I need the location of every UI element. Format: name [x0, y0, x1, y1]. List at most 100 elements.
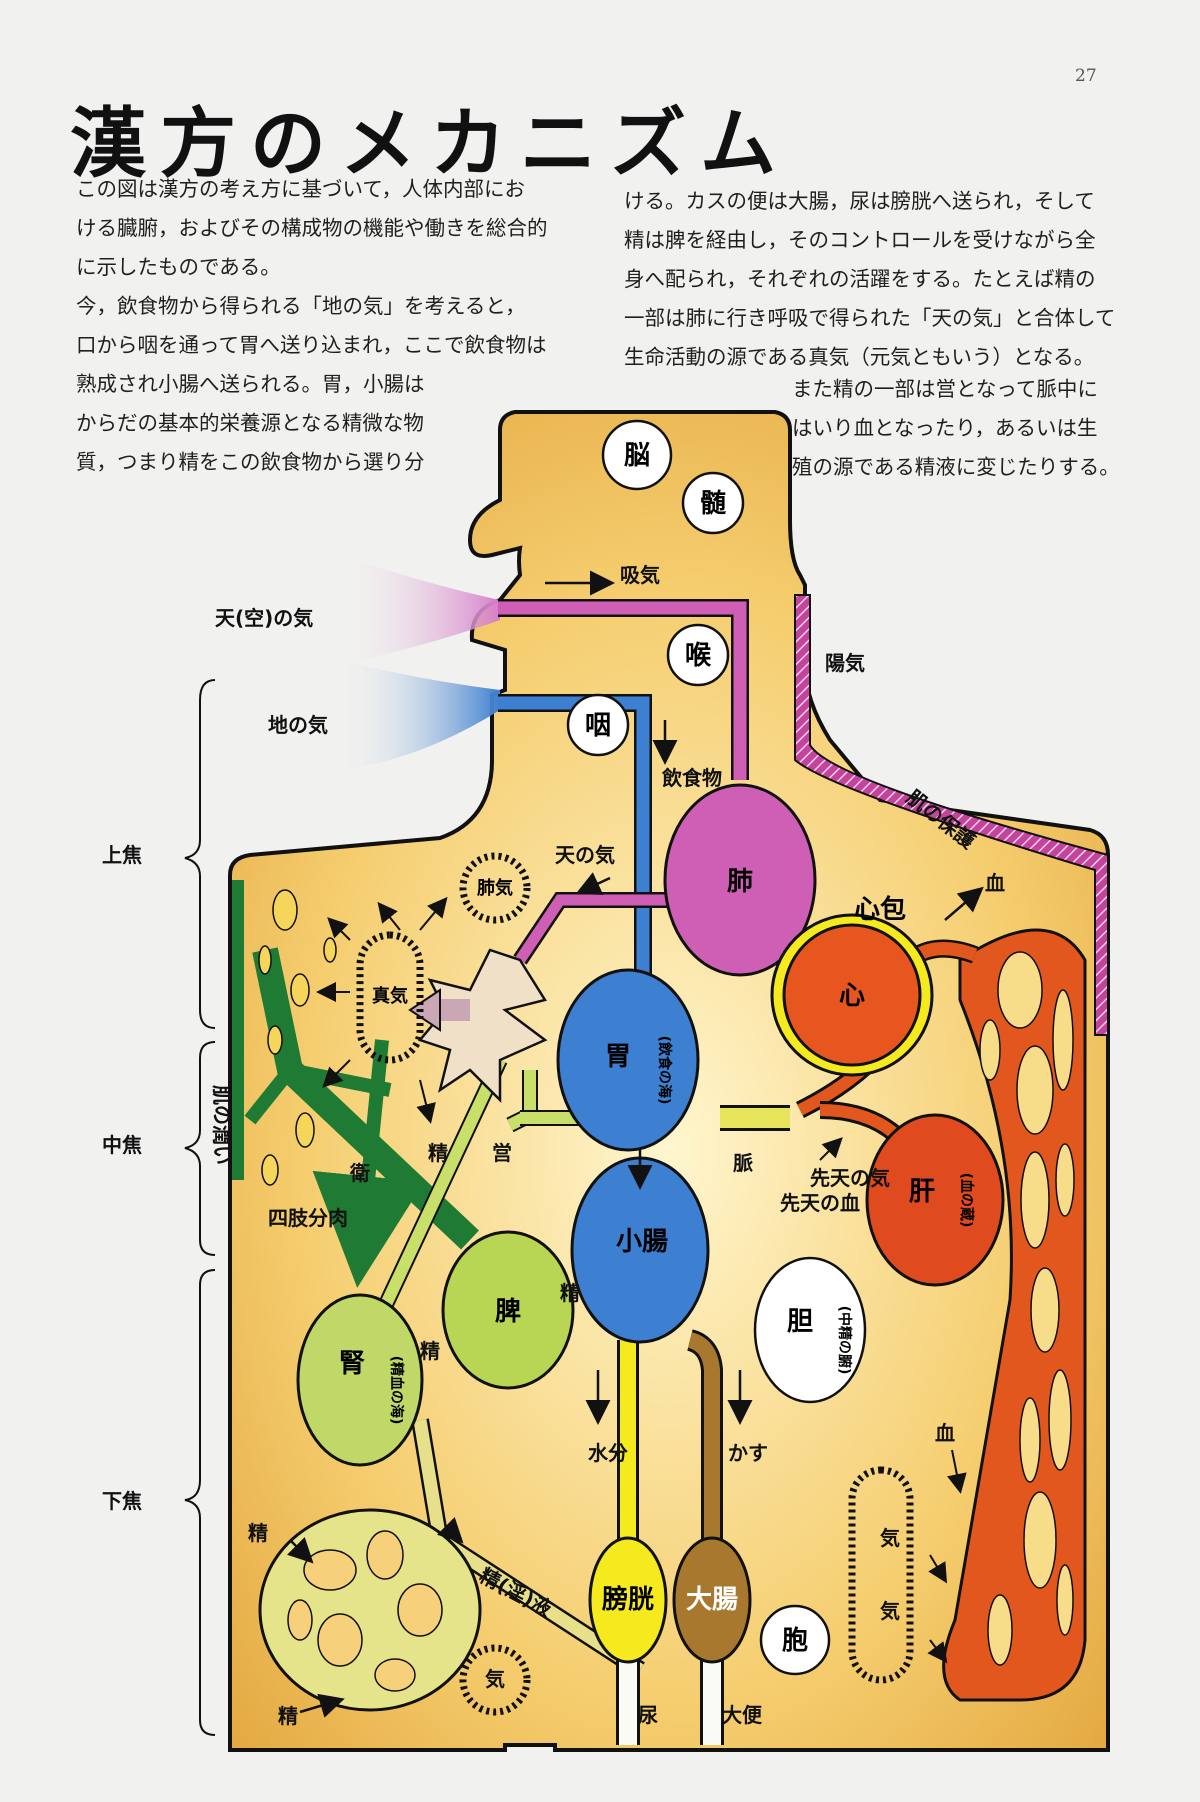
intro-column-2: ける。カスの便は大腸，尿は膀胱へ送られ，そして精は脾を経由し，そのコントロールを… — [624, 182, 1115, 377]
pericardium-label: 心包 — [854, 894, 906, 925]
intro-line: からだの基本的栄養源となる精微な物 — [76, 411, 424, 435]
lung — [663, 783, 817, 977]
bladder — [588, 1536, 668, 1664]
urine-label: 尿 — [638, 1703, 658, 1727]
liver — [865, 1113, 1005, 1287]
jing-b-label: 精 — [560, 1281, 580, 1305]
skin-moisture-dots — [258, 889, 337, 1186]
page-title: 漢方のメカニズム — [70, 99, 790, 188]
jing-c-label: 精 — [420, 1339, 440, 1363]
heaven-qi-arrow — [575, 872, 611, 895]
stomach-note: (飲食の海) — [656, 1036, 673, 1105]
small-intestine-label: 小腸 — [616, 1227, 668, 1257]
semen-arrow — [437, 1517, 464, 1544]
pharynx-label: 咽 — [585, 711, 611, 741]
true-qi-arrow-upleft — [327, 917, 351, 941]
kidney-note: (精血の海) — [388, 1356, 405, 1425]
brain-label: 脳 — [623, 441, 650, 471]
lung-qi-label: 肺気 — [477, 877, 513, 899]
gallbladder — [753, 1256, 867, 1404]
middle-brace — [184, 1041, 216, 1256]
true-qi-label: 真気 — [372, 985, 408, 1007]
intro-line: はいり血となったり，あるいは生 — [792, 416, 1098, 440]
qi-bottom-label: 気 — [485, 1667, 505, 1691]
intro-line: に示したものである。 — [76, 255, 281, 279]
marrow-circle — [681, 471, 745, 535]
intro-line: また精の一部は営となって脈中に — [792, 377, 1098, 401]
qi-right-label-2: 気 — [880, 1599, 900, 1623]
true-qi-arrow-upright — [419, 896, 448, 931]
blood-right-arrow — [947, 1449, 967, 1494]
kidney-label: 腎 — [339, 1349, 365, 1379]
heart — [782, 923, 922, 1067]
heart-label: 心 — [839, 981, 865, 1011]
upper-section-label: 上焦 — [102, 843, 142, 867]
wei-label: 衛 — [349, 1161, 370, 1185]
intro-line: ける。カスの便は大腸，尿は膀胱へ送られ，そして — [624, 189, 1095, 213]
intro-line: この図は漢方の考え方に基づいて，人体内部にお — [76, 177, 525, 201]
lower-section-label: 下焦 — [102, 1489, 142, 1513]
intro-column-3: また精の一部は営となって脈中にはいり血となったり，あるいは生殖の源である精液に変… — [792, 370, 1120, 487]
jing-network-holes — [287, 1530, 443, 1692]
true-qi-arrow-down — [416, 1079, 436, 1124]
earth-qi-label: 地の気 — [268, 713, 328, 737]
throat-circle — [666, 623, 730, 687]
ying-label: 営 — [492, 1141, 512, 1165]
large-intestine — [672, 1536, 752, 1664]
marrow-label: 髄 — [700, 489, 726, 519]
uterus-circle — [759, 1604, 831, 1676]
prenatal-blood-label: 先天の血 — [780, 1191, 860, 1215]
qi-right-arrow — [927, 1639, 948, 1664]
spleen-label: 脾 — [494, 1297, 521, 1327]
uterus-label: 胞 — [782, 1625, 808, 1656]
meridian-branch — [244, 1065, 296, 1125]
intro-line: 身へ配られ，それぞれの活躍をする。たとえば精の — [624, 267, 1096, 291]
jing-e-label: 精 — [278, 1704, 298, 1728]
true-qi-arrow-downleft — [322, 1059, 351, 1088]
intro-line: 質，つまり精をこの飲食物から選り分 — [76, 450, 425, 474]
intro-line: 精は脾を経由し，そのコントロールを受けながら全 — [624, 228, 1096, 252]
skin-moisture-label: 肌の潤い — [210, 1085, 234, 1165]
yang-qi-label: 陽気 — [825, 651, 865, 675]
middle-section-label: 中焦 — [102, 1133, 142, 1157]
wei-arrow — [312, 1039, 425, 1288]
lung-qi-loop — [459, 852, 531, 924]
dregs-label: かす — [728, 1441, 768, 1465]
intro-line: 今，飲食物から得られる「地の気」を考えると， — [76, 294, 526, 318]
lung-label: 肺 — [727, 867, 753, 897]
jing-d-label: 精 — [248, 1521, 268, 1545]
page-number: 27 — [1075, 66, 1097, 86]
bladder-label: 膀胱 — [601, 1584, 654, 1615]
throat-label: 喉 — [685, 640, 712, 671]
kidney — [296, 1293, 424, 1467]
lower-brace — [184, 1269, 216, 1736]
right-qi-loop — [848, 1466, 914, 1684]
bottom-qi-loop — [459, 1644, 531, 1716]
prenatal-arrow — [819, 1137, 843, 1161]
jing-a-label: 精 — [428, 1141, 448, 1165]
heaven-qi-label: 天の気 — [555, 843, 615, 867]
yang-qi-band — [794, 594, 1109, 1036]
limbs-flesh-label: 四肢分肉 — [268, 1206, 348, 1230]
true-qi-arrow-up — [377, 901, 401, 931]
earth-qi-stream — [340, 660, 500, 770]
pulse-label: 脈 — [733, 1151, 753, 1175]
intro-column-1: この図は漢方の考え方に基づいて，人体内部における臓腑，およびその構成物の機能や働… — [76, 170, 548, 482]
stomach — [556, 968, 700, 1152]
large-intestine-label: 大腸 — [686, 1585, 738, 1615]
intro-line: 口から咽を通って胃へ送り込まれ，ここで飲食物は — [76, 333, 547, 357]
true-qi-loop — [356, 931, 424, 1064]
jing-left-arrow — [287, 1537, 314, 1564]
heaven-qi-stream — [340, 555, 500, 665]
qi-right-label-1: 気 — [880, 1526, 900, 1550]
spleen — [441, 1230, 575, 1390]
intro-line: 殖の源である精液に変じたりする。 — [792, 455, 1120, 479]
jing-bottom-arrow — [299, 1693, 345, 1718]
pharynx-circle — [566, 693, 630, 757]
true-qi-burst — [417, 948, 548, 1104]
upper-brace — [184, 679, 216, 1029]
blood-top-arrow — [944, 886, 984, 921]
stomach-label: 胃 — [605, 1042, 631, 1072]
heaven-qi-air-label: 天(空)の気 — [215, 606, 313, 630]
blood-right-label: 血 — [935, 1421, 955, 1445]
